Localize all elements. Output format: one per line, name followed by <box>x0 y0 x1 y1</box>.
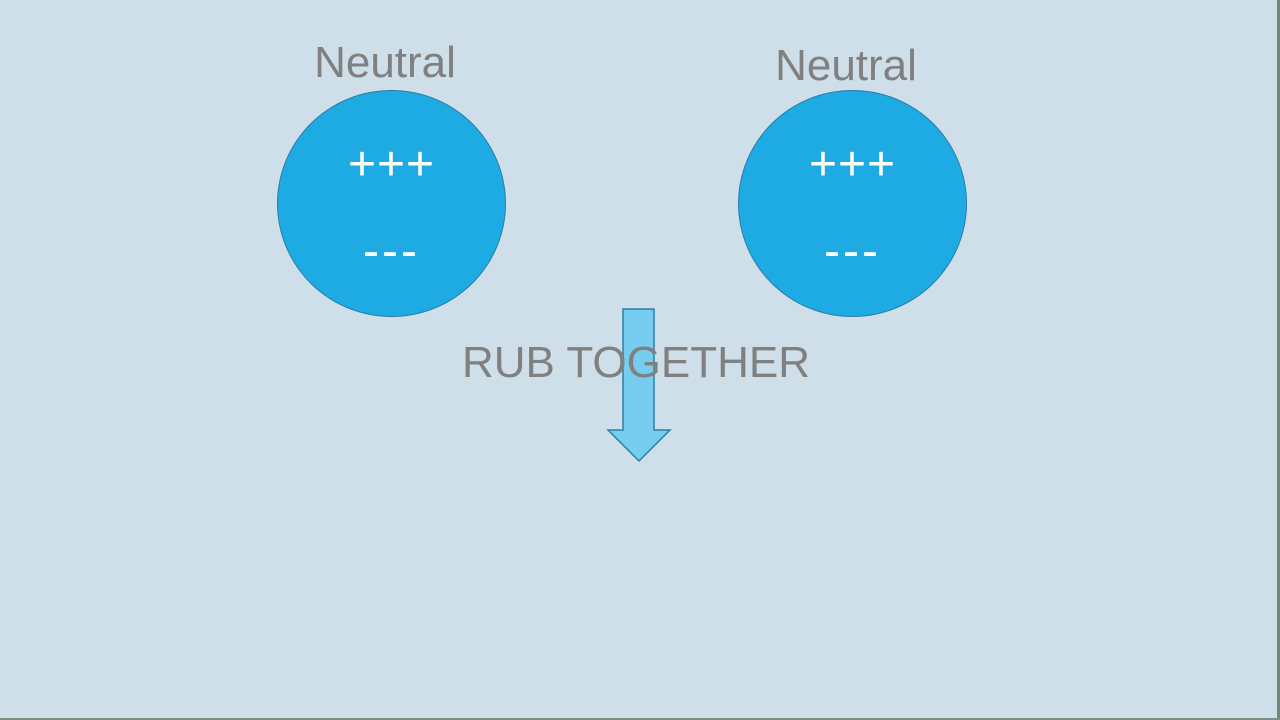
left-negative-charges: --- <box>363 225 420 278</box>
left-positive-charges: +++ <box>347 138 436 191</box>
right-neutral-object: +++ --- <box>738 90 967 317</box>
right-negative-charges: --- <box>824 225 881 278</box>
left-object-label: Neutral <box>314 38 456 87</box>
bottom-edge-divider <box>0 718 1280 720</box>
down-arrow-icon <box>606 308 672 463</box>
rub-together-label: RUB TOGETHER <box>462 338 810 387</box>
right-positive-charges: +++ <box>808 138 897 191</box>
right-object-label: Neutral <box>775 41 917 90</box>
right-edge-divider <box>1277 0 1280 720</box>
left-neutral-object: +++ --- <box>277 90 506 317</box>
